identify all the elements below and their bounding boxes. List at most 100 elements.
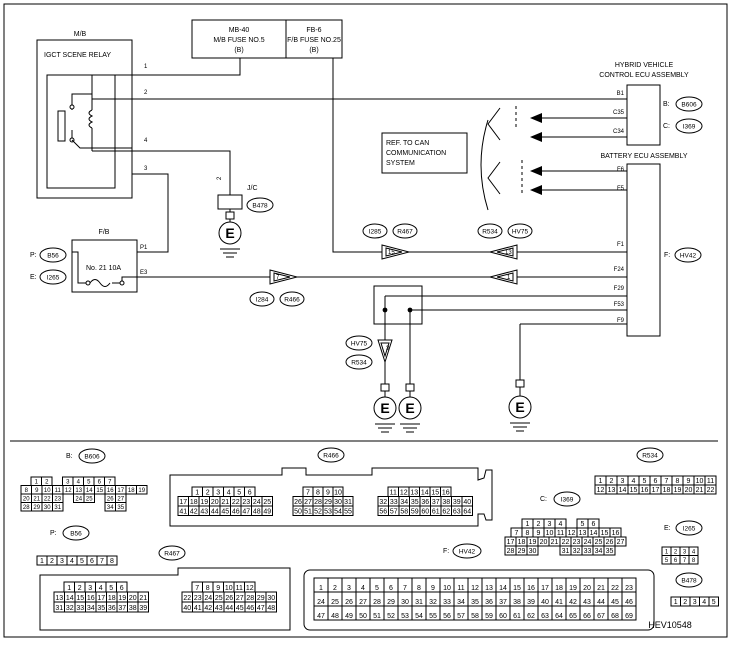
- connector-pin-number: 9: [326, 489, 330, 496]
- connector-pin-number: 60: [421, 508, 429, 515]
- connector-pin-cell: [526, 545, 539, 556]
- connector-pin-number: 39: [527, 599, 535, 606]
- relay-wire: [71, 139, 132, 152]
- mb-box: [36, 39, 133, 199]
- connector-pin-number: 20: [685, 487, 693, 494]
- junction-3-pin: 3: [386, 346, 390, 352]
- connector-pin-number: 55: [429, 613, 437, 620]
- connector-pin-number: 35: [97, 605, 105, 612]
- connector-pin-number: 30: [334, 499, 342, 506]
- conn-b606-prefix: B:: [66, 453, 73, 460]
- connector-pin-number: 47: [242, 508, 250, 515]
- connector-pin-number: 13: [75, 488, 82, 494]
- connector-pin-number: 52: [314, 508, 322, 515]
- connector-pin-number: 24: [253, 499, 261, 506]
- conn-i265-prefix: E:: [664, 525, 671, 532]
- connector-pin-number: 31: [344, 499, 352, 506]
- connector-pin-number: 17: [541, 585, 549, 592]
- conn-r467-name: R467: [164, 551, 180, 558]
- junction-1-pin: 1: [507, 275, 511, 281]
- connector-pin-number: 62: [527, 613, 535, 620]
- connector-pin-cell: [136, 485, 148, 495]
- connector-pin-number: 10: [334, 489, 342, 496]
- connector-tag-hv42-face: [452, 543, 482, 559]
- connector-pin-number: 2: [333, 585, 337, 592]
- connector-pin-number: 13: [608, 487, 616, 494]
- junction-3-conn-1: HV75: [351, 341, 368, 348]
- connector-pin-number: 3: [693, 599, 697, 606]
- mb-pin-2: 2: [144, 90, 148, 96]
- connector-pin-number: 28: [373, 599, 381, 606]
- mb-pin-4: 4: [144, 138, 148, 144]
- battery-pin-f9: F9: [617, 318, 625, 324]
- connector-pin-number: 16: [107, 488, 114, 494]
- connector-pin-number: 7: [665, 478, 669, 485]
- connector-pin-number: 25: [263, 499, 271, 506]
- connector-pin-number: 5: [712, 599, 716, 606]
- can-bus-arrows: [480, 106, 627, 211]
- connector-pin-number: 36: [485, 599, 493, 606]
- connector-pin-number: 66: [583, 613, 591, 620]
- mb-pin-1: 1: [144, 64, 148, 70]
- connector-pin-cell: [52, 502, 64, 512]
- can-ref-line-3: SYSTEM: [386, 160, 415, 167]
- conn-b56-name: B56: [70, 531, 82, 538]
- ground-label: E: [515, 399, 524, 415]
- connector-pin-number: 18: [108, 595, 116, 602]
- mb-pin-3: 3: [144, 166, 148, 172]
- connector-tag-i265-face: [675, 520, 703, 536]
- connector-pin-number: 21: [139, 595, 147, 602]
- connector-pin-number: 11: [390, 489, 397, 496]
- connector-pin-number: 19: [674, 487, 682, 494]
- connector-pin-number: 3: [347, 585, 351, 592]
- conn-hv42-prefix: F:: [443, 548, 449, 555]
- connector-pin-number: 28: [246, 595, 254, 602]
- connector-pin-number: 18: [518, 539, 526, 546]
- battery-pin-f1: F1: [617, 242, 625, 248]
- connector-pin-number: 41: [179, 508, 187, 515]
- connector-pin-number: 46: [232, 508, 240, 515]
- connector-pin-number: 23: [194, 595, 202, 602]
- connector-pin-number: 45: [236, 605, 244, 612]
- ground-icon: [508, 379, 532, 432]
- junction-15-conn-2: R467: [397, 229, 413, 236]
- connector-pin-number: 17: [117, 488, 124, 494]
- hybrid-ecu-title-1: HYBRID VEHICLE: [615, 62, 674, 69]
- connector-tag-b478-face: [675, 572, 703, 588]
- hybrid-pin-b1: B1: [617, 91, 625, 97]
- connector-pin-number: 7: [100, 558, 104, 565]
- connector-pin-number: 29: [518, 548, 526, 555]
- connector-pin-number: 44: [597, 599, 605, 606]
- connector-pin-number: 12: [597, 487, 605, 494]
- connector-pin-number: 52: [387, 613, 395, 620]
- connector-pin-number: 8: [110, 558, 114, 565]
- splice-dot: [382, 307, 388, 313]
- connector-pin-number: 10: [546, 530, 554, 537]
- connector-pin-number: 9: [431, 585, 435, 592]
- battery-pin-f29: F29: [614, 286, 625, 292]
- connector-pin-number: 29: [33, 505, 40, 511]
- connector-pin-number: 57: [457, 613, 465, 620]
- relay-coil-icon: [69, 99, 94, 151]
- connector-pin-number: 33: [584, 548, 592, 555]
- relay-inner-box: [46, 74, 116, 189]
- connector-pin-number: 15: [96, 488, 103, 494]
- connector-pin-number: 45: [611, 599, 619, 606]
- connector-pin-number: 5: [87, 479, 91, 485]
- connector-pin-number: 46: [625, 599, 633, 606]
- connector-pin-number: 2: [50, 558, 54, 565]
- connector-pin-number: 16: [612, 530, 620, 537]
- wire-f9: [519, 323, 627, 380]
- connector-pin-number: 3: [88, 585, 92, 592]
- battery-ecu-box: [626, 163, 661, 337]
- connector-pin-number: 54: [334, 508, 342, 515]
- connector-shell-r466: [169, 467, 493, 527]
- connector-pin-number: 21: [696, 487, 704, 494]
- connector-pin-cell: [614, 536, 627, 547]
- connector-pin-number: 32: [573, 548, 581, 555]
- battery-pin-f24: F24: [614, 267, 625, 273]
- conn-i369-name: I369: [561, 497, 574, 504]
- connector-pin-number: 1: [674, 599, 678, 606]
- connector-pin-number: 51: [373, 613, 381, 620]
